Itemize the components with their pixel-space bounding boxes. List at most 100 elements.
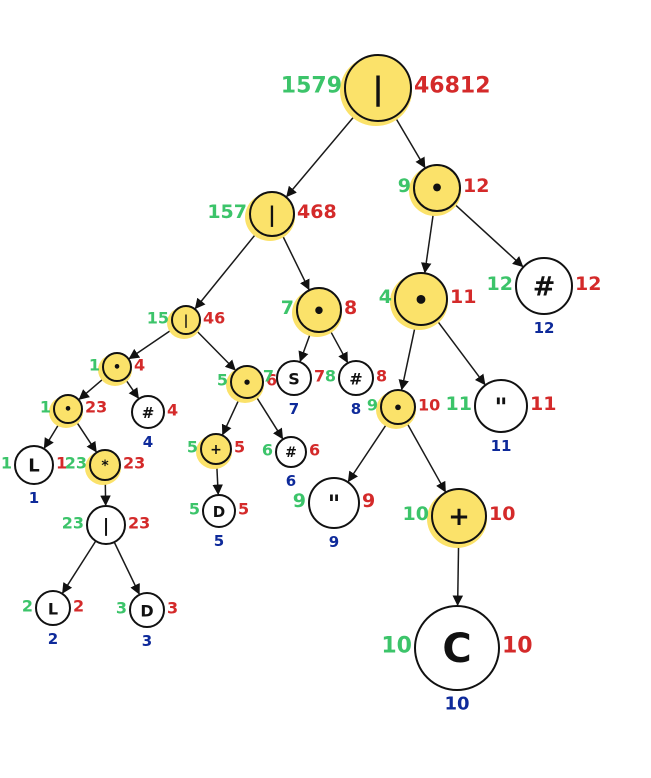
firstpos-label: 2 [22,597,33,616]
tree-node: | 23 23 [62,505,150,545]
lastpos-label: 468 [297,201,337,223]
firstpos-label: 5 [189,500,200,519]
tree-edge [221,396,241,436]
lastpos-label: 4 [134,356,145,375]
tree-edge [75,420,97,453]
position-label: 5 [214,532,224,550]
node-symbol: " [494,393,507,422]
firstpos-label: 9 [293,490,306,512]
lastpos-label: 4 [167,401,178,420]
node-circle [53,394,83,424]
position-label: 7 [289,400,299,418]
node-circle [14,445,54,485]
node-symbol: # [285,445,297,461]
tree-edge [435,319,486,386]
node-symbol: C [442,626,471,672]
node-symbol: # [533,272,556,303]
lastpos-label: 5 [234,438,245,457]
tree-edge [328,328,349,364]
position-label: 9 [329,533,339,551]
node-circle [230,365,264,399]
tree-edge [194,230,259,310]
firstpos-label: 12 [487,273,513,295]
lastpos-label: 23 [123,454,145,473]
lastpos-label: 8 [376,367,387,386]
firstpos-label: 7 [263,367,274,386]
node-circle [86,505,126,545]
lastpos-label: 7 [314,367,325,386]
lastpos-label: 6 [266,371,277,390]
node-circle [414,605,500,691]
tree-node: #12 12 12 [487,257,601,337]
position-label: 6 [286,472,296,490]
tree-edge [286,112,358,198]
node-symbol: D [213,503,225,521]
position-label: 1 [29,489,39,507]
tree-edge [421,210,435,274]
tree-edge [281,233,310,291]
node-circle [129,592,165,628]
firstpos-label: 7 [281,297,294,319]
node-symbol: • [413,286,429,315]
lastpos-label: 3 [167,599,178,618]
node-symbol: • [113,361,121,376]
firstpos-label: 6 [262,441,273,460]
tree-edge [394,116,426,169]
lastpos-label: 12 [575,273,601,295]
node-symbol: + [448,502,470,532]
position-label: 4 [143,433,153,451]
node-symbol: | [372,71,383,107]
node-symbol: S [288,370,300,389]
lastpos-label: 23 [128,514,150,533]
node-circle [344,54,412,122]
lastpos-label: 5 [238,500,249,519]
firstpos-label: 1 [1,454,12,473]
node-symbol: # [349,370,362,389]
node-circle [308,477,360,529]
position-label: 11 [491,437,512,455]
firstpos-label: 8 [325,367,336,386]
node-symbol: • [430,177,444,202]
position-label: 10 [444,694,469,715]
firstpos-label: 10 [403,503,429,525]
position-label: 8 [351,400,361,418]
node-circle [89,449,121,481]
tree-edge [124,378,139,399]
node-circle [380,389,416,425]
firstpos-label: 23 [62,514,84,533]
position-label: 3 [142,632,152,650]
node-circle [394,272,448,326]
lastpos-label: 8 [344,297,357,319]
node-circle [338,360,374,396]
node-circle [35,590,71,626]
firstpos-label: 1 [40,398,51,417]
firstpos-label: 9 [367,396,378,415]
node-symbol: | [184,314,189,329]
lastpos-label: 11 [450,286,476,308]
node-symbol: L [48,600,58,619]
node-symbol: | [103,516,110,537]
lastpos-label: 1 [56,454,67,473]
lastpos-label: 23 [85,398,107,417]
position-label: 12 [534,319,555,337]
tree-edge [405,421,446,493]
lastpos-label: 10 [502,634,533,659]
node-symbol: • [242,374,252,392]
firstpos-label: 157 [207,201,247,223]
node-circle [474,379,528,433]
node-symbol: L [28,456,39,477]
tree-edge [128,327,175,360]
